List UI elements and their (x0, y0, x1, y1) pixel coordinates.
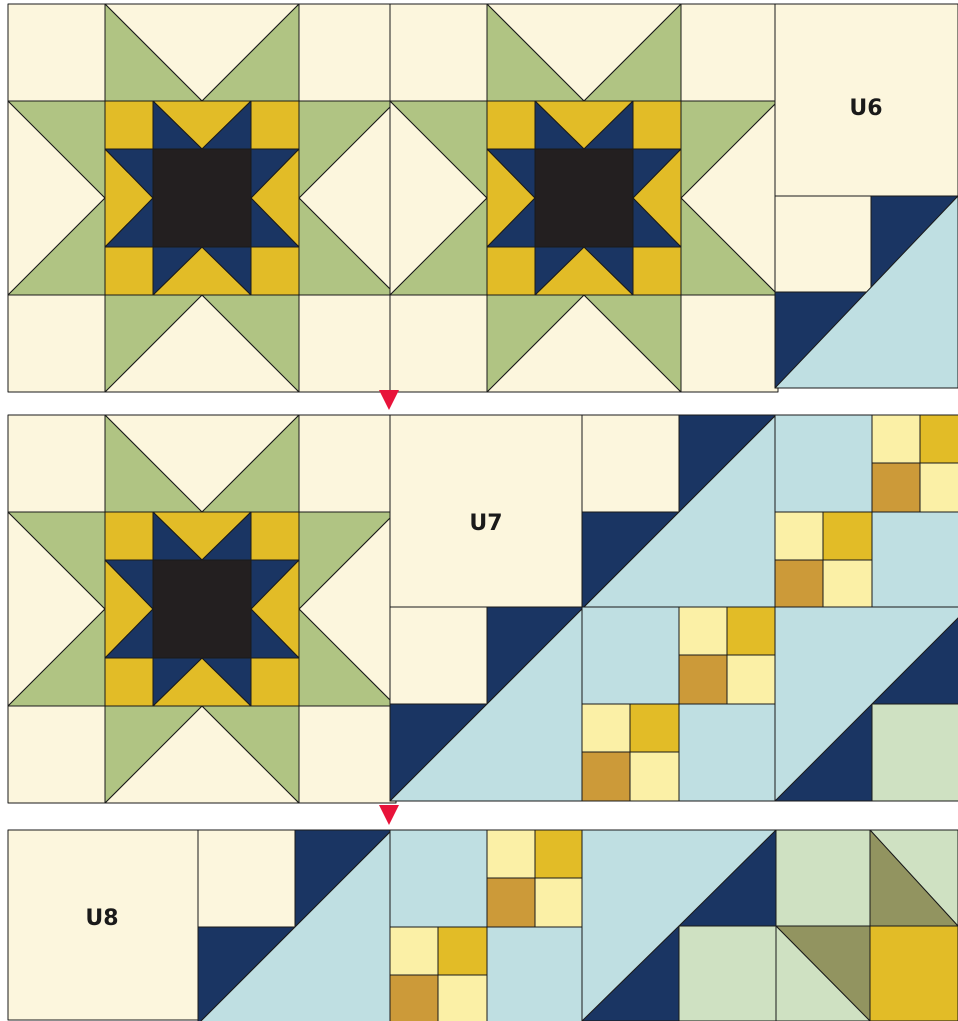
cream-square (775, 196, 871, 292)
four-patch-square (823, 512, 872, 560)
diagonal-unit (582, 415, 776, 609)
four-patch-square (582, 704, 630, 752)
inner-corner-square (105, 247, 153, 295)
corner-square (390, 4, 487, 101)
unit-label-u8: U8 (85, 906, 118, 931)
diagonal-unit (390, 607, 584, 801)
four-patch-square (920, 415, 958, 463)
four-patch-square (487, 830, 535, 878)
down-arrow-icon (379, 805, 399, 825)
inner-corner-square (251, 247, 299, 295)
corner-square (8, 415, 105, 512)
four-patch-square (630, 704, 679, 752)
hourglass-unit (776, 830, 958, 1021)
star-center-square (153, 560, 251, 658)
inner-corner-square (105, 658, 153, 706)
corner-square (299, 4, 396, 101)
corner-square (8, 295, 105, 392)
four-patch-square (823, 560, 872, 609)
four-patch-square (438, 927, 487, 975)
star-block (8, 415, 396, 803)
corner-square (299, 415, 396, 512)
four-patch-unit (390, 830, 584, 1021)
unit-label-u6: U6 (849, 96, 882, 121)
sage-diagonal-unit (582, 830, 776, 1021)
corner-square (8, 706, 105, 803)
cream-square (198, 830, 295, 927)
four-patch-square (630, 752, 679, 801)
four-patch-square (535, 878, 584, 927)
inner-corner-square (105, 101, 153, 149)
four-patch-square (920, 463, 958, 512)
inner-corner-square (251, 512, 299, 560)
cream-square (390, 607, 487, 704)
corner-square (681, 4, 778, 101)
inner-corner-square (105, 512, 153, 560)
inner-corner-square (251, 101, 299, 149)
four-patch-square (775, 560, 823, 609)
inner-corner-square (487, 247, 535, 295)
four-patch-square (775, 512, 823, 560)
sage-unit (775, 607, 958, 801)
corner-square (681, 295, 778, 392)
inner-corner-square (633, 247, 681, 295)
diagonal-unit (198, 830, 392, 1021)
corner-square (390, 295, 487, 392)
star-block (8, 4, 396, 392)
unit-label-u7: U7 (469, 511, 502, 536)
inner-corner-square (251, 658, 299, 706)
star-block (390, 4, 778, 392)
four-patch-square (535, 830, 584, 878)
four-patch-square (872, 463, 920, 512)
inner-corner-square (487, 101, 535, 149)
four-patch-unit (775, 415, 958, 609)
cream-square (582, 415, 679, 512)
inner-corner-square (633, 101, 681, 149)
star-center-square (153, 149, 251, 247)
corner-square (299, 706, 396, 803)
mustard-square (870, 926, 958, 1021)
corner-square (8, 4, 105, 101)
sage-square (679, 926, 776, 1021)
four-patch-square (487, 878, 535, 927)
four-patch-square (582, 752, 630, 801)
star-center-square (535, 149, 633, 247)
four-patch-square (727, 655, 776, 704)
four-patch-square (679, 655, 727, 704)
unit-u6 (775, 4, 958, 388)
four-patch-square (438, 975, 487, 1021)
four-patch-square (872, 415, 920, 463)
corner-square (299, 295, 396, 392)
four-patch-square (390, 927, 438, 975)
down-arrow-icon (379, 390, 399, 410)
sage-square (872, 704, 958, 801)
four-patch-square (390, 975, 438, 1021)
sage-square (776, 830, 870, 926)
four-patch-square (727, 607, 776, 655)
four-patch-square (679, 607, 727, 655)
four-patch-unit (582, 607, 776, 801)
